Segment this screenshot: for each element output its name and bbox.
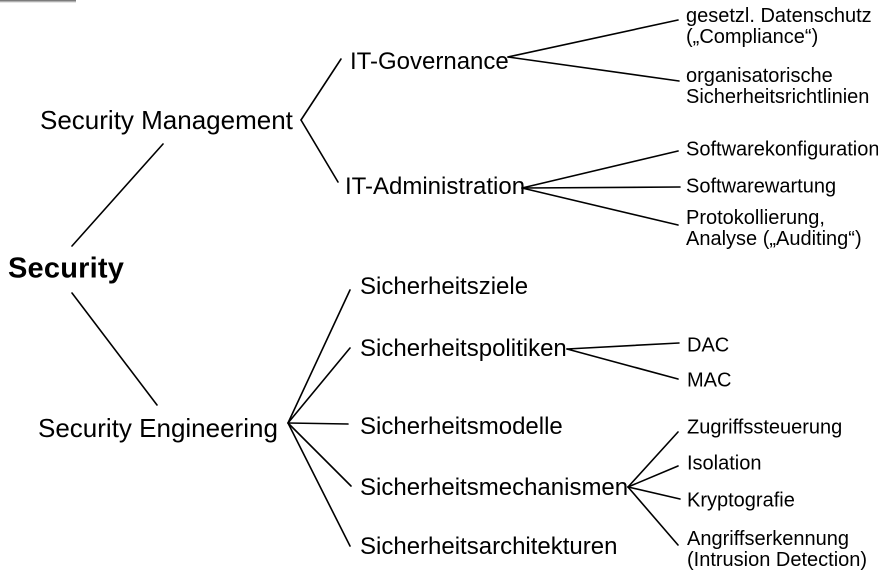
node-security-root: Security — [8, 252, 125, 285]
node-protokollierung-analyse-auditing: Protokollierung, Analyse („Auditing“) — [686, 207, 862, 250]
node-sicherheitspolitiken: Sicherheitspolitiken — [360, 335, 567, 363]
node-mac: MAC — [687, 369, 732, 392]
node-security-management: Security Management — [40, 104, 293, 135]
node-zugriffssteuerung: Zugriffssteuerung — [687, 416, 843, 439]
node-it-administration: IT-Administration — [345, 173, 526, 201]
node-softwarekonfiguration: Softwarekonfiguration — [686, 138, 878, 161]
node-sicherheitsmechanismen: Sicherheitsmechanismen — [360, 474, 629, 502]
node-dac: DAC — [687, 334, 730, 357]
node-sicherheitsziele: Sicherheitsziele — [360, 273, 529, 301]
node-security-engineering: Security Engineering — [38, 412, 278, 443]
node-isolation: Isolation — [687, 452, 762, 475]
node-sicherheitsarchitekturen: Sicherheitsarchitekturen — [360, 533, 618, 561]
node-organisatorische-sicherheitsrichtlinien: organisatorische Sicherheitsrichtlinien — [686, 65, 870, 108]
screenshot-edge-artifact — [0, 0, 76, 3]
node-angriffserkennung: Angriffserkennung (Intrusion Detection) — [687, 528, 868, 571]
node-kryptografie: Kryptografie — [687, 489, 795, 512]
node-sicherheitsmodelle: Sicherheitsmodelle — [360, 413, 563, 441]
node-it-governance: IT-Governance — [350, 48, 509, 76]
node-gesetzl-datenschutz: gesetzl. Datenschutz („Compliance“) — [686, 5, 872, 48]
node-softwarewartung: Softwarewartung — [686, 175, 837, 198]
